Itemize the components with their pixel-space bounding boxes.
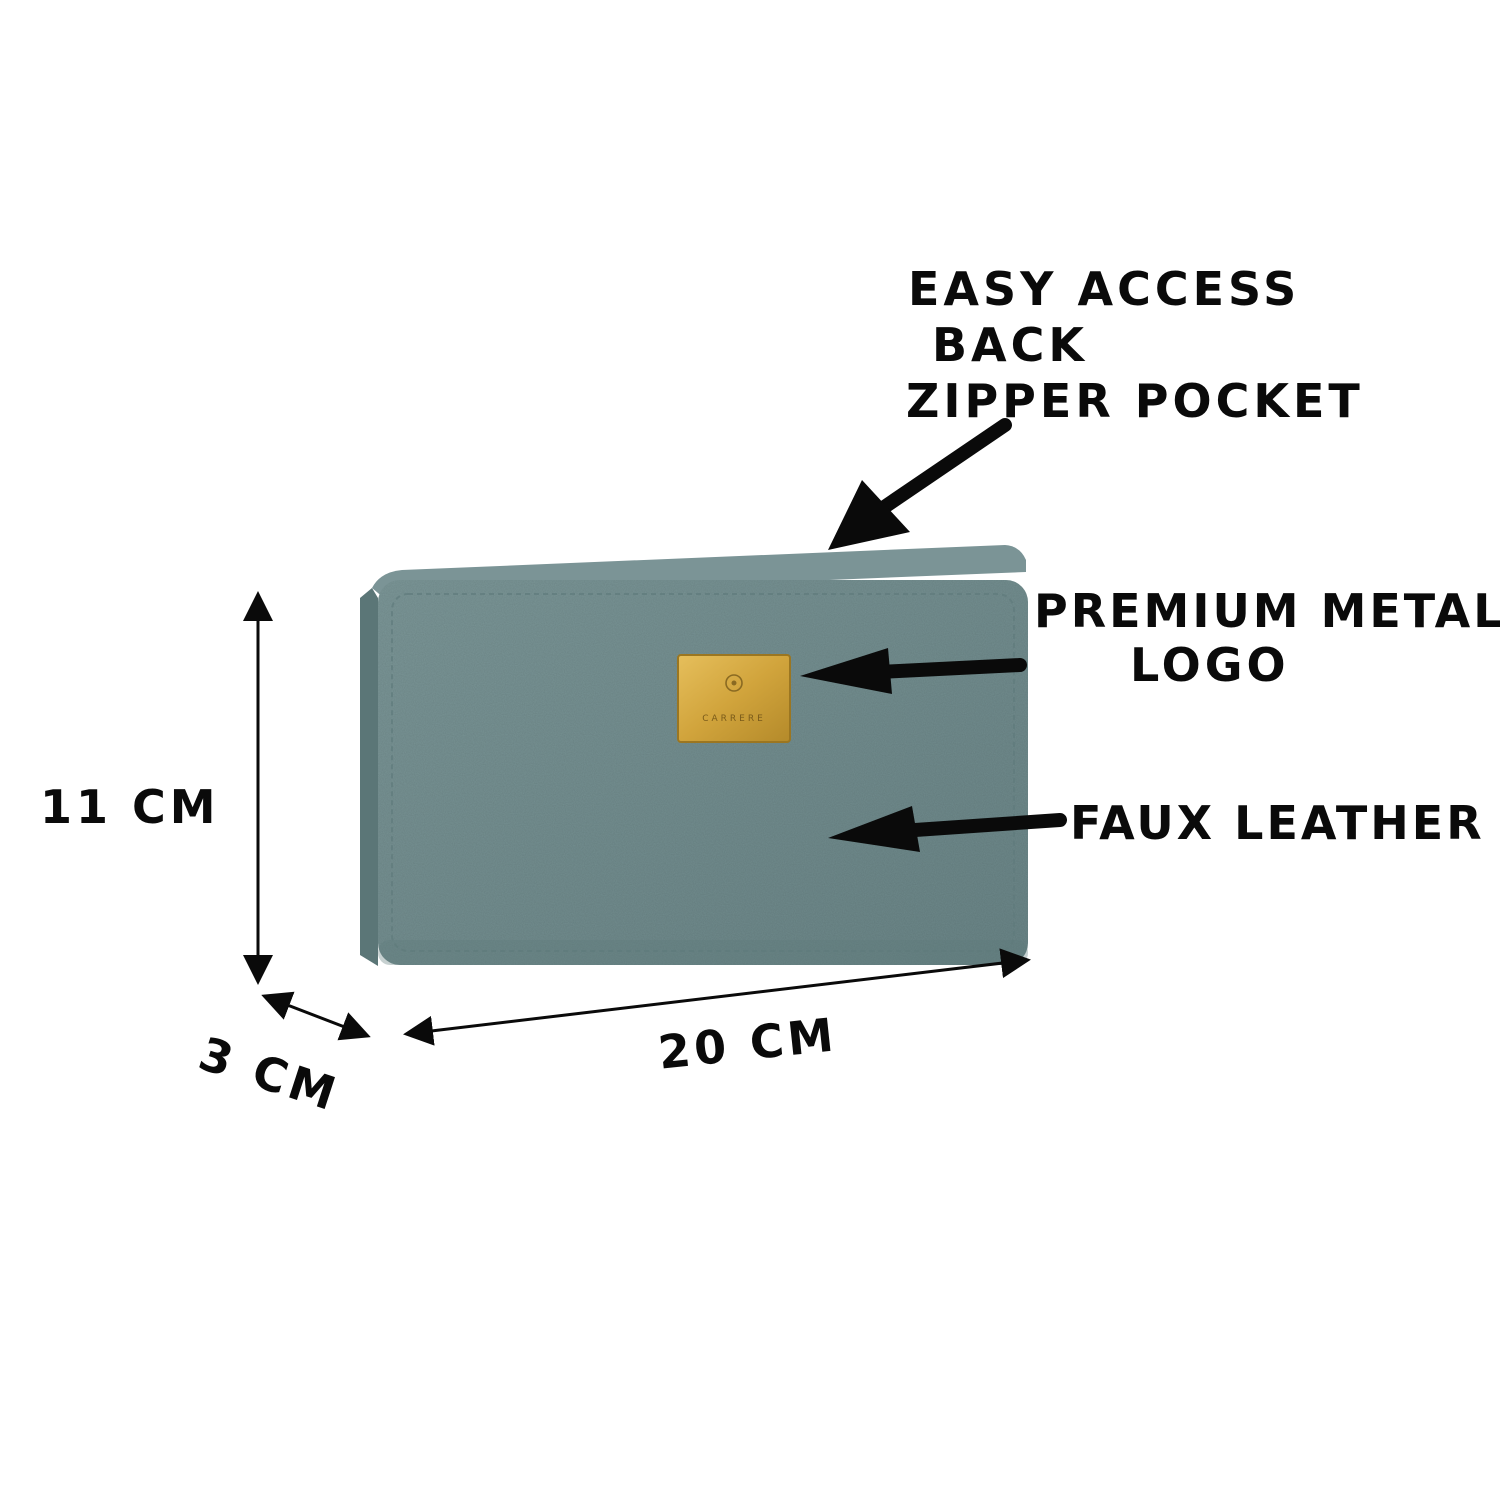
width-dimension-line <box>403 948 1031 1046</box>
wallet-side-edge <box>360 588 378 966</box>
height-label: 11 CM <box>40 780 220 834</box>
logo-label-line1: PREMIUM METAL <box>1034 584 1500 638</box>
back-pocket-label-line1: EASY ACCESS <box>908 262 1301 316</box>
depth-dimension-line <box>261 991 371 1041</box>
dimension-lines <box>243 591 1031 1046</box>
wallet-product-image: CARRERE <box>360 545 1028 966</box>
logo-label-line2: LOGO <box>1130 638 1290 692</box>
brand-emblem-icon <box>725 674 743 692</box>
back-pocket-label-line3: ZIPPER POCKET <box>906 374 1364 428</box>
brand-plate-text: CARRERE <box>702 714 766 724</box>
leather-arrow <box>828 806 1067 852</box>
logo-arrow <box>800 648 1027 694</box>
wallet-stitching <box>391 593 1015 952</box>
annotation-arrows <box>800 418 1067 852</box>
metal-logo-plate: CARRERE <box>677 654 791 743</box>
back-pocket-label-line2: BACK <box>932 318 1089 372</box>
back-pocket-arrow <box>828 418 1012 550</box>
material-label: FAUX LEATHER <box>1070 796 1485 850</box>
